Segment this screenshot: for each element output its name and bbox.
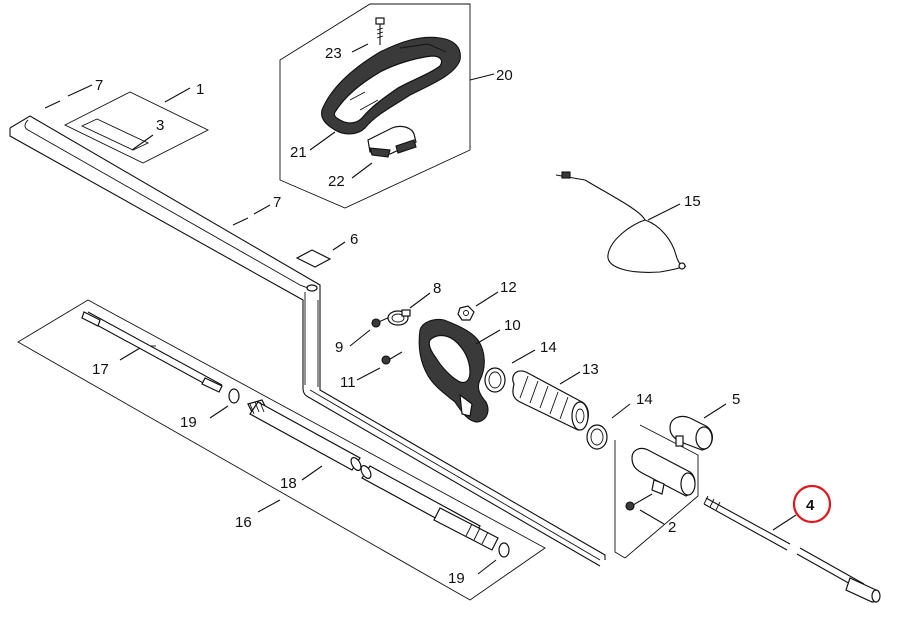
grip-13 bbox=[512, 370, 589, 431]
label-8: 8 bbox=[433, 280, 441, 297]
trigger-housing-10 bbox=[418, 318, 489, 423]
nut-12 bbox=[457, 305, 475, 321]
label-19-bottom: 19 bbox=[448, 570, 465, 587]
part-labels: 1 2 3 4 5 6 7 7 8 9 10 11 12 13 14 14 15… bbox=[92, 45, 815, 587]
label-7-top: 7 bbox=[95, 77, 103, 94]
washer-14-left bbox=[484, 367, 506, 393]
label-10: 10 bbox=[504, 317, 521, 334]
label-16: 16 bbox=[235, 514, 252, 531]
label-13: 13 bbox=[582, 361, 599, 378]
label-14-left: 14 bbox=[540, 339, 557, 356]
shaft-4 bbox=[703, 495, 881, 603]
label-5: 5 bbox=[732, 391, 740, 408]
plate-1 bbox=[63, 91, 210, 164]
throttle-cable-15 bbox=[555, 171, 687, 273]
main-shaft-tube bbox=[9, 115, 606, 567]
label-9: 9 bbox=[335, 339, 343, 356]
clamp-kit-box bbox=[614, 424, 699, 559]
label-7-mid: 7 bbox=[273, 194, 281, 211]
screw-11 bbox=[381, 351, 403, 365]
leader-lines bbox=[67, 43, 797, 575]
label-1: 1 bbox=[196, 81, 204, 98]
label-21: 21 bbox=[290, 144, 307, 161]
label-19-top: 19 bbox=[180, 414, 197, 431]
label-18: 18 bbox=[280, 475, 297, 492]
drive-shaft-kit-box bbox=[17, 299, 546, 601]
plate-6 bbox=[295, 249, 332, 268]
label-22: 22 bbox=[328, 173, 345, 190]
label-4: 4 bbox=[806, 497, 815, 514]
label-23: 23 bbox=[325, 45, 342, 62]
clamp-8 bbox=[387, 309, 411, 326]
label-3: 3 bbox=[156, 117, 164, 134]
label-17: 17 bbox=[92, 361, 109, 378]
label-15: 15 bbox=[684, 193, 701, 210]
dash-7-top bbox=[44, 100, 61, 109]
housing-kit-box bbox=[279, 3, 471, 209]
label-11: 11 bbox=[340, 374, 356, 391]
label-14-right: 14 bbox=[636, 391, 653, 408]
label-20: 20 bbox=[496, 67, 513, 84]
label-2: 2 bbox=[668, 519, 676, 536]
bearing-5 bbox=[669, 415, 713, 451]
washer-14-right bbox=[586, 424, 608, 450]
highlight-circle bbox=[792, 484, 832, 524]
dash-7-mid bbox=[232, 217, 249, 226]
label-12: 12 bbox=[500, 279, 517, 296]
label-6: 6 bbox=[350, 231, 358, 248]
